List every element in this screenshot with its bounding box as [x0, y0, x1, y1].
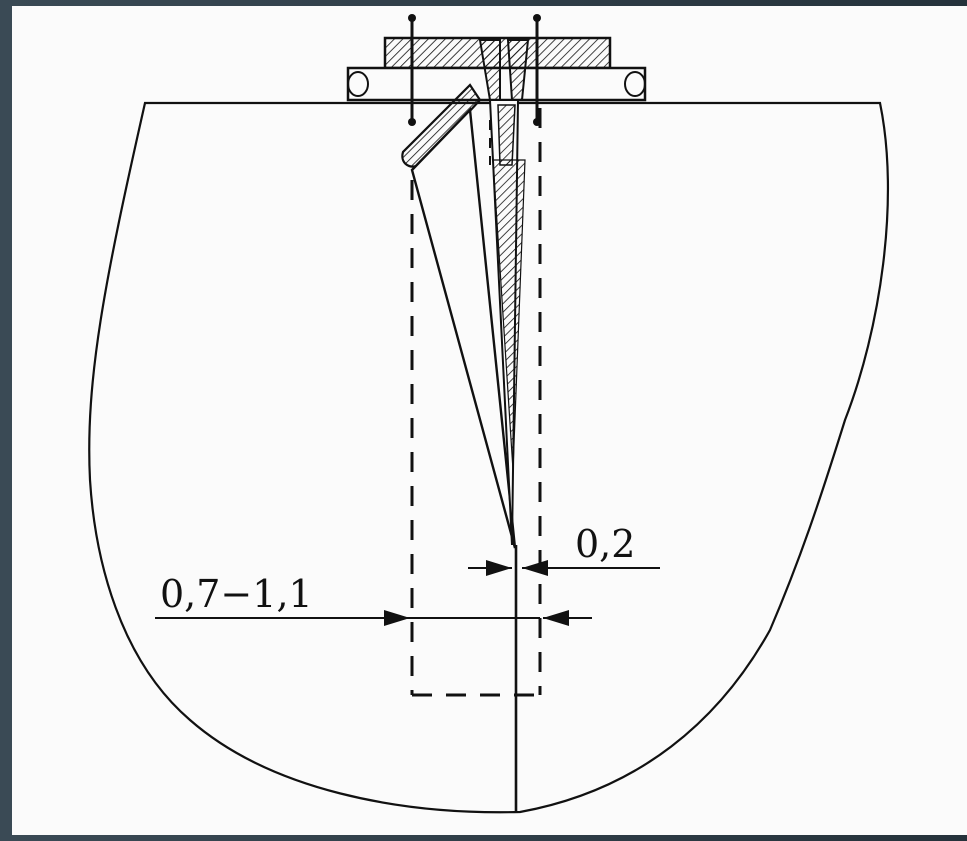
wedge-shim — [401, 83, 517, 549]
clamp-assembly — [346, 14, 647, 126]
dimension-inner-gap-label: 0,2 — [575, 522, 635, 566]
dashed-slot — [410, 108, 542, 697]
body-outline — [88, 101, 890, 814]
crack-zone — [488, 99, 526, 546]
dimension-outer-range-label: 0,7−1,1 — [160, 572, 313, 616]
